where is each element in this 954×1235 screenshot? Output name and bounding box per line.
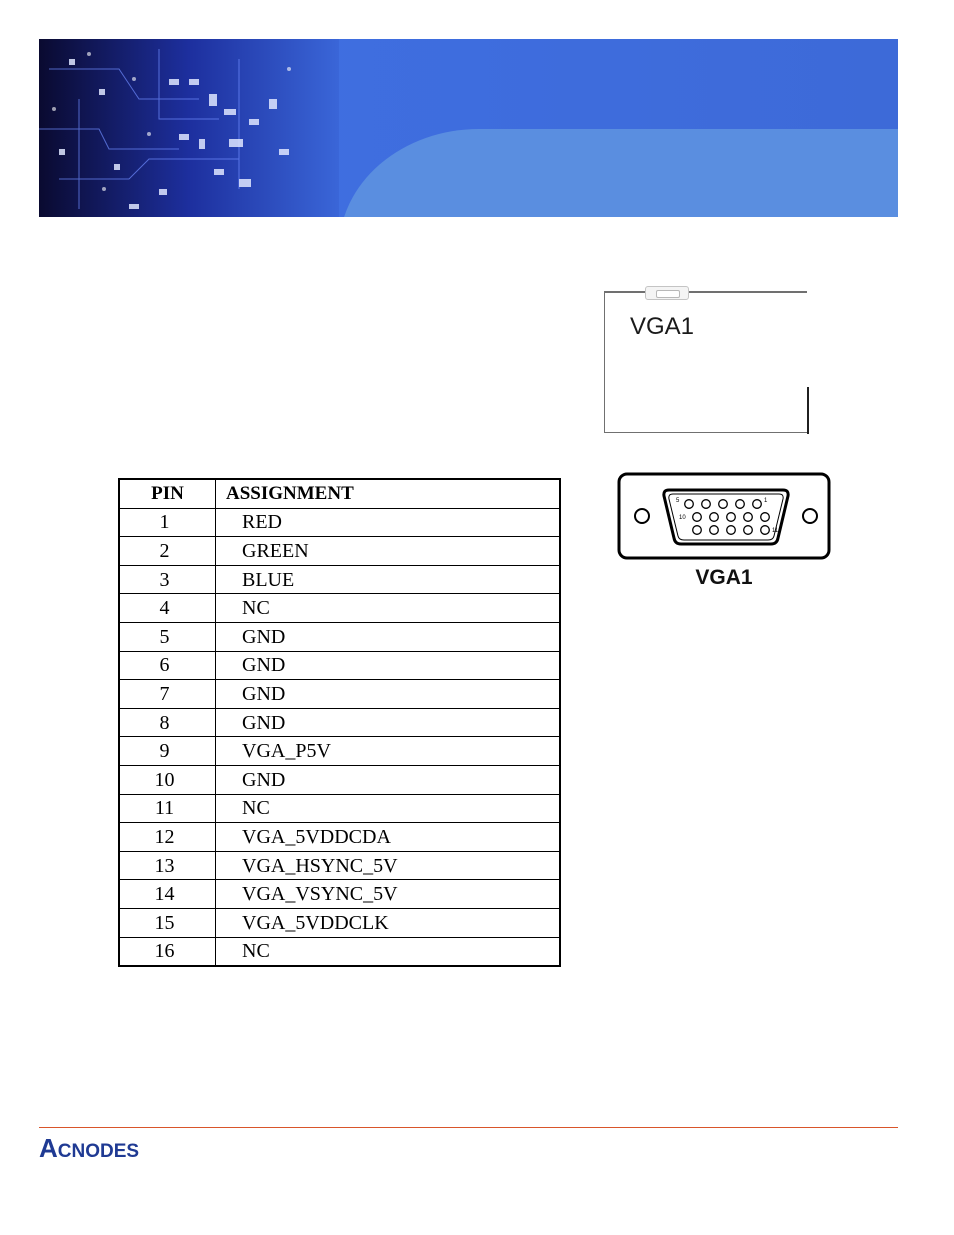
- svg-text:10: 10: [679, 515, 686, 521]
- pin-number: 12: [118, 822, 216, 852]
- assignment-column-header: ASSIGNMENT: [215, 478, 561, 509]
- pin-assignment: VGA_5VDDCLK: [215, 907, 561, 938]
- pin-assignment: VGA_P5V: [215, 736, 561, 766]
- header-banner: [39, 39, 898, 217]
- pin-assignment: VGA_5VDDCDA: [215, 822, 561, 852]
- pin-assignment: GND: [215, 764, 561, 795]
- connector-label: VGA1: [695, 566, 753, 589]
- banner-swoosh: [339, 129, 898, 217]
- pin-assignment: GND: [215, 650, 561, 681]
- pin-number: 7: [118, 679, 216, 709]
- svg-text:1: 1: [764, 498, 768, 504]
- pin-number: 10: [118, 764, 216, 795]
- pin-assignment: NC: [215, 793, 561, 824]
- table-header-row: PIN ASSIGNMENT: [118, 478, 561, 509]
- pin-assignment: NC: [215, 593, 561, 623]
- pin-number: 8: [118, 707, 216, 738]
- board-location-diagram: VGA1: [604, 286, 809, 434]
- acnodes-logo: ACNODES: [39, 1133, 139, 1164]
- pin-number: 1: [118, 507, 216, 538]
- pin-assignment: GREEN: [215, 536, 561, 566]
- location-label: VGA1: [630, 313, 695, 340]
- connector-slot: [656, 290, 680, 298]
- pin-assignment: GND: [215, 707, 561, 738]
- svg-text:5: 5: [676, 498, 680, 504]
- pin-assignment: NC: [215, 936, 561, 967]
- pin-number: 4: [118, 593, 216, 623]
- svg-text:11: 11: [772, 528, 779, 534]
- pin-number: 14: [118, 879, 216, 909]
- pin-column-header: PIN: [118, 478, 216, 509]
- pin-assignment: BLUE: [215, 564, 561, 595]
- pin-assignment: GND: [215, 621, 561, 652]
- vga-connector-drawing: 1 5 10 11: [617, 472, 831, 560]
- logo-initial: A: [39, 1133, 58, 1163]
- board-edge: [807, 387, 809, 434]
- pin-number: 6: [118, 650, 216, 681]
- pin-number: 13: [118, 850, 216, 881]
- circuit-board-image: [39, 39, 339, 217]
- pin-number: 16: [118, 936, 216, 967]
- pin-assignment: RED: [215, 507, 561, 538]
- logo-rest: CNODES: [57, 1141, 140, 1162]
- pin-assignment: VGA_VSYNC_5V: [215, 879, 561, 909]
- footer-rule: [39, 1127, 898, 1128]
- pin-number: 9: [118, 736, 216, 766]
- pin-number: 5: [118, 621, 216, 652]
- pin-number: 2: [118, 536, 216, 566]
- connector-header-outline: [645, 286, 689, 300]
- pin-assignment: VGA_HSYNC_5V: [215, 850, 561, 881]
- pin-assignment: GND: [215, 679, 561, 709]
- pin-number: 3: [118, 564, 216, 595]
- pin-number: 15: [118, 907, 216, 938]
- pin-number: 11: [118, 793, 216, 824]
